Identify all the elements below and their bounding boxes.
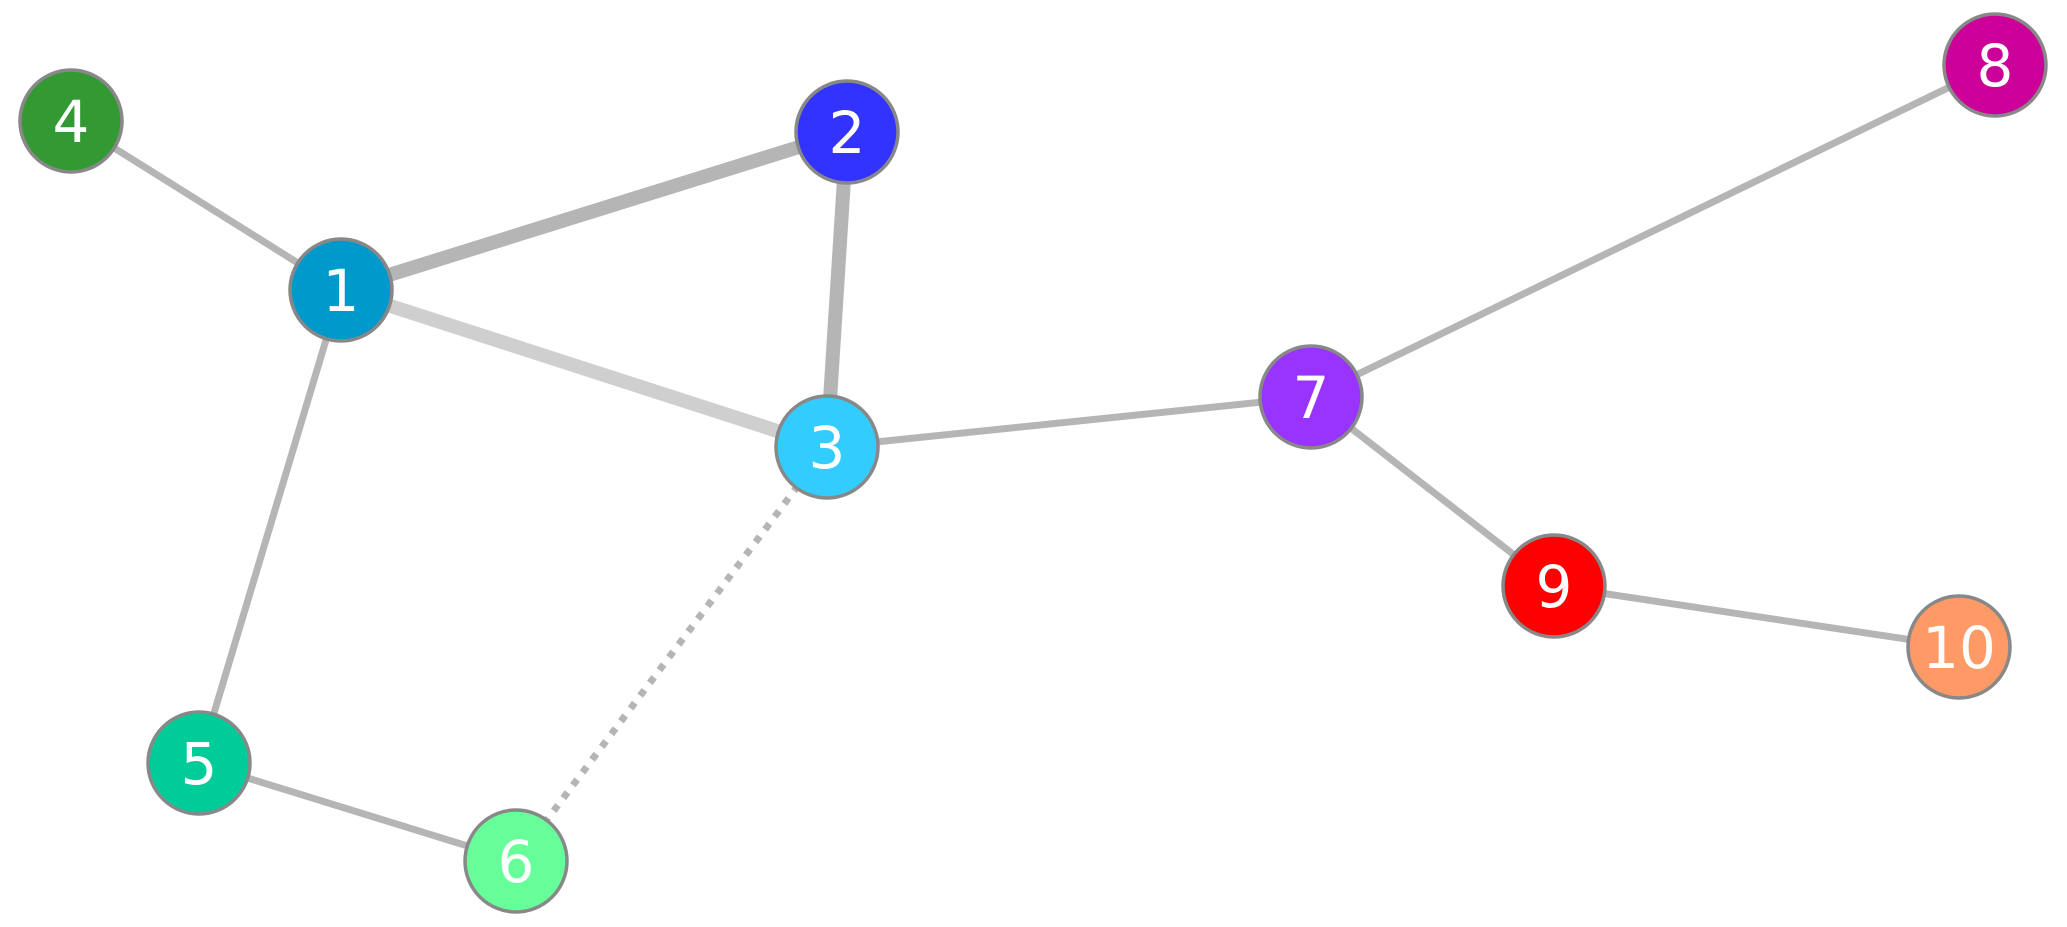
node-9[interactable]: 9 xyxy=(1501,533,1607,639)
node-label: 8 xyxy=(1977,32,2014,100)
edge-3-6 xyxy=(513,444,830,864)
edge-1-5 xyxy=(195,288,345,765)
node-label: 9 xyxy=(1536,553,1573,621)
node-8[interactable]: 8 xyxy=(1942,12,2048,118)
edge-7-8 xyxy=(1309,61,1997,401)
node-circle xyxy=(774,394,880,500)
node-circle xyxy=(1258,344,1364,450)
node-label: 6 xyxy=(498,828,535,896)
node-4[interactable]: 4 xyxy=(18,68,124,174)
node-label: 7 xyxy=(1293,364,1330,432)
edge-5-6 xyxy=(197,759,518,865)
node-circle xyxy=(463,808,569,914)
edge-1-2 xyxy=(338,125,850,297)
node-label: 1 xyxy=(323,257,360,325)
edge-1-3 xyxy=(338,283,830,454)
node-label: 2 xyxy=(829,99,866,167)
edge-9-10 xyxy=(1553,582,1960,651)
edges-layer xyxy=(69,61,1997,865)
nodes-layer: 1 2 3 4 5 6 7 8 9 10 xyxy=(18,12,2048,914)
node-circle xyxy=(794,79,900,185)
node-circle xyxy=(1906,594,2012,700)
node-3[interactable]: 3 xyxy=(774,394,880,500)
node-circle xyxy=(288,237,394,343)
node-6[interactable]: 6 xyxy=(463,808,569,914)
edge-3-7 xyxy=(826,393,1312,451)
node-label: 5 xyxy=(181,730,218,798)
node-label: 10 xyxy=(1922,614,1996,682)
node-circle xyxy=(1501,533,1607,639)
node-2[interactable]: 2 xyxy=(794,79,900,185)
node-circle xyxy=(18,68,124,174)
node-label: 4 xyxy=(53,88,90,156)
node-circle xyxy=(146,710,252,816)
node-label: 3 xyxy=(809,414,846,482)
node-7[interactable]: 7 xyxy=(1258,344,1364,450)
node-1[interactable]: 1 xyxy=(288,237,394,343)
node-circle xyxy=(1942,12,2048,118)
edge-1-4 xyxy=(69,118,343,293)
node-10[interactable]: 10 xyxy=(1906,594,2012,700)
node-5[interactable]: 5 xyxy=(146,710,252,816)
